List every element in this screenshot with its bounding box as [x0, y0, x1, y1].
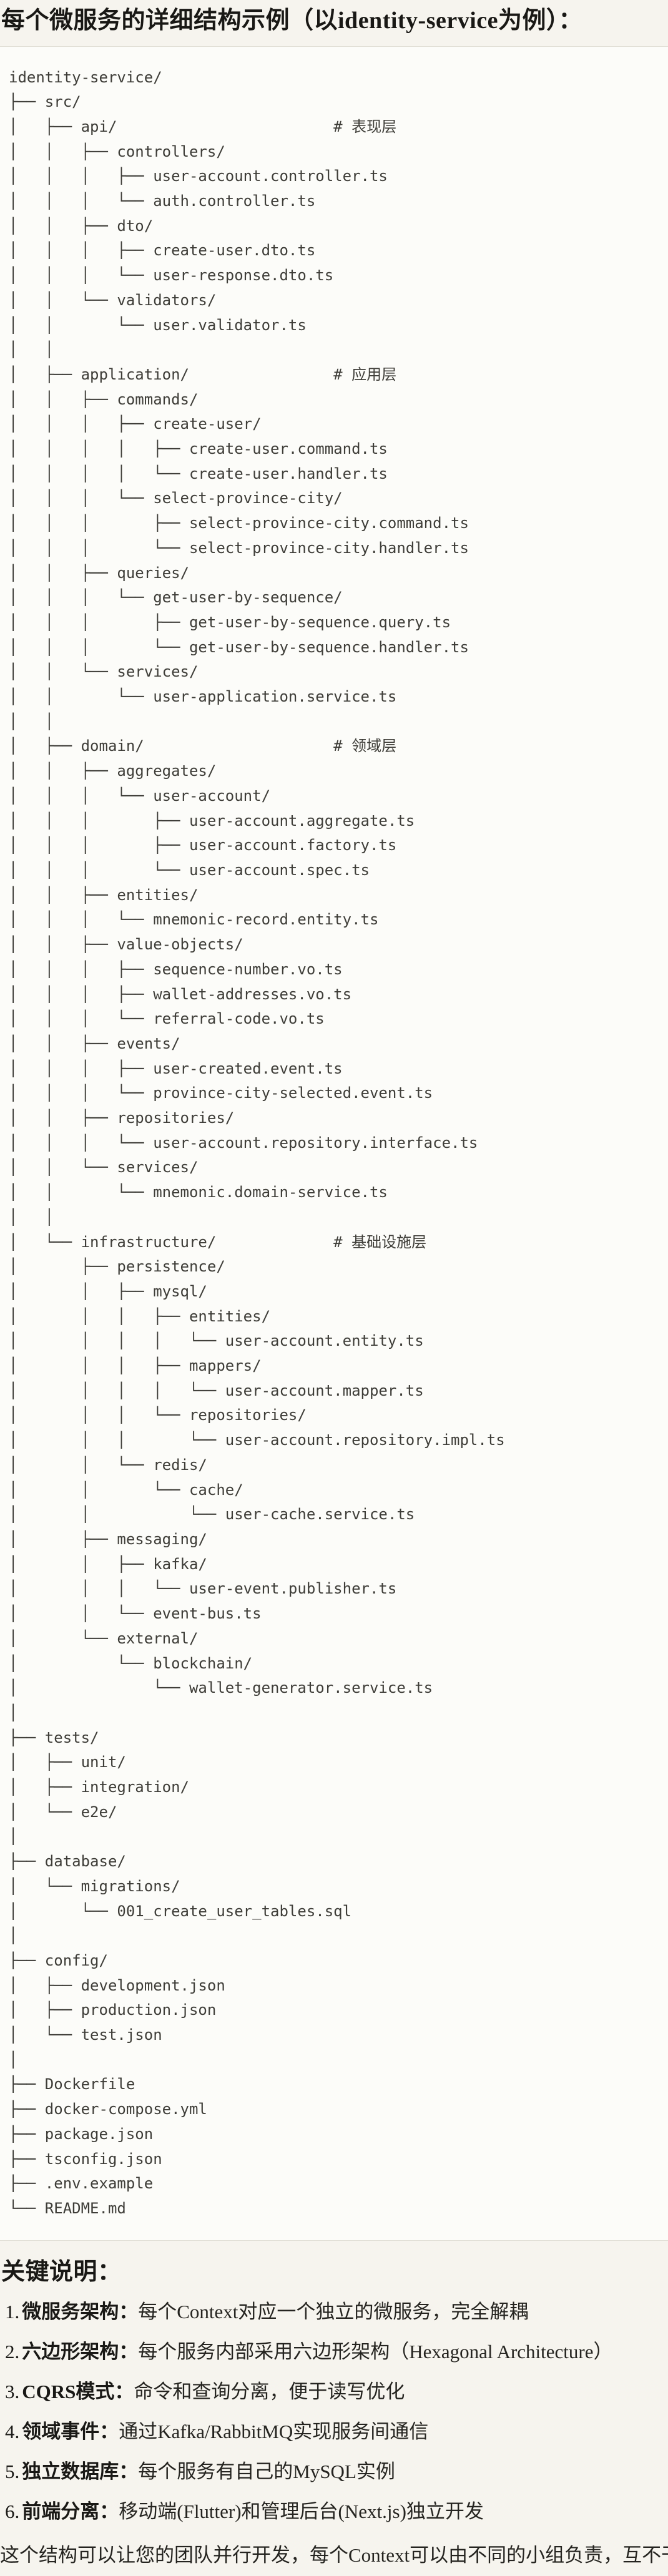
item-label: 微服务架构 [22, 2300, 119, 2323]
list-item: 2.六边形架构：每个服务内部采用六边形架构（Hexagonal Architec… [5, 2339, 668, 2364]
item-label: 六边形架构 [22, 2340, 119, 2363]
item-text: 通过Kafka/RabbitMQ实现服务间通信 [119, 2420, 429, 2442]
list-item: 4.领域事件：通过Kafka/RabbitMQ实现服务间通信 [5, 2419, 668, 2444]
item-number: 5. [5, 2460, 20, 2482]
directory-tree: identity-service/ ├── src/ │ ├── api/ # … [9, 68, 505, 2217]
page-title: 每个微服务的详细结构示例（以identity-service为例）： [1, 7, 583, 34]
item-label: 独立数据库 [22, 2460, 119, 2482]
item-label: 领域事件 [22, 2420, 100, 2442]
list-item: 1.微服务架构：每个Context对应一个独立的微服务，完全解耦 [5, 2299, 668, 2324]
item-text: 每个服务有自己的MySQL实例 [138, 2460, 395, 2482]
item-label: CQRS模式 [22, 2380, 115, 2402]
item-number: 2. [5, 2340, 20, 2363]
item-number: 1. [5, 2300, 20, 2323]
list-item: 5.独立数据库：每个服务有自己的MySQL实例 [5, 2459, 668, 2484]
item-separator: ： [99, 2420, 119, 2442]
item-separator: ： [99, 2500, 119, 2522]
item-number: 3. [5, 2380, 20, 2402]
item-text: 命令和查询分离，便于读写优化 [134, 2380, 405, 2402]
item-separator: ： [114, 2380, 134, 2402]
list-item: 3.CQRS模式：命令和查询分离，便于读写优化 [5, 2379, 668, 2404]
closing-paragraph: 这个结构可以让您的团队并行开发，每个Context可以由不同的小组负责，互不干扰… [0, 2544, 668, 2566]
item-number: 4. [5, 2420, 20, 2442]
item-separator: ： [119, 2300, 139, 2323]
item-separator: ： [119, 2340, 139, 2363]
item-number: 6. [5, 2500, 20, 2522]
item-text: 每个服务内部采用六边形架构（Hexagonal Architecture） [138, 2340, 613, 2363]
code-block: identity-service/ ├── src/ │ ├── api/ # … [0, 46, 668, 2241]
item-label: 前端分离 [22, 2500, 100, 2522]
item-separator: ： [119, 2460, 139, 2482]
section-heading-key-notes: 关键说明： [1, 2258, 122, 2285]
item-text: 移动端(Flutter)和管理后台(Next.js)独立开发 [119, 2500, 484, 2522]
item-text: 每个Context对应一个独立的微服务，完全解耦 [138, 2300, 529, 2323]
list-item: 6.前端分离：移动端(Flutter)和管理后台(Next.js)独立开发 [5, 2499, 668, 2524]
